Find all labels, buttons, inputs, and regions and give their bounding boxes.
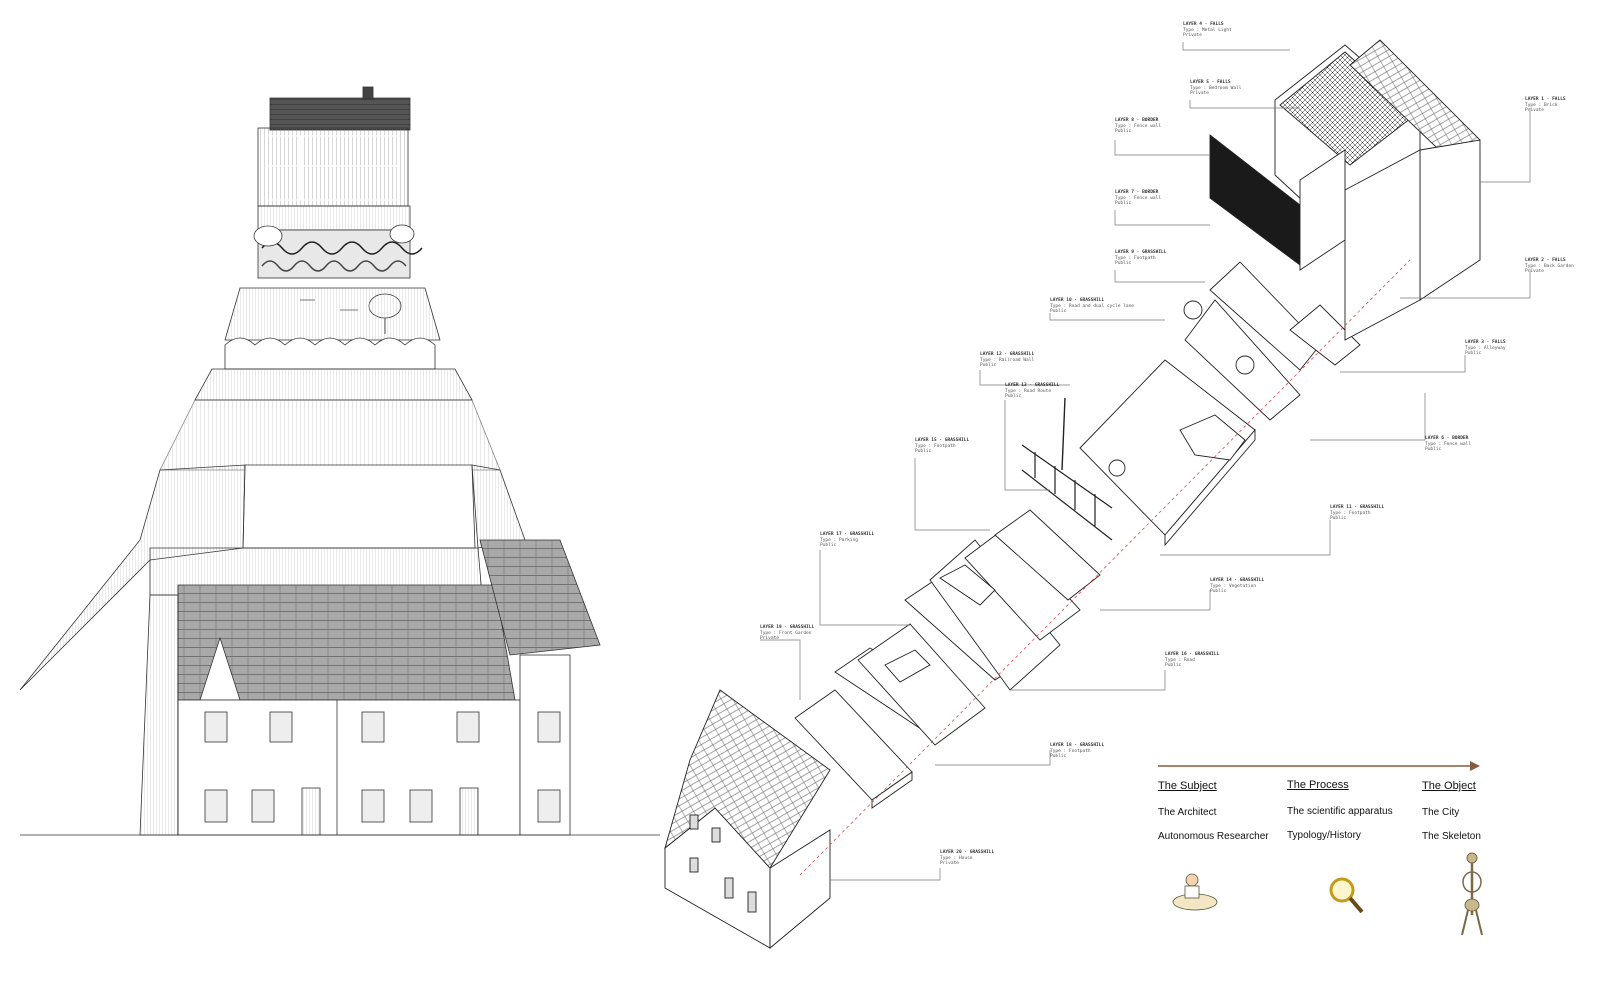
railing [1021, 444, 1113, 541]
legend-row: Autonomous Researcher [1158, 831, 1269, 842]
terrace-houses-axon [1274, 39, 1481, 341]
legend-row: The scientific apparatus [1287, 806, 1393, 817]
open-yard [242, 464, 476, 549]
perspective-drawing [19, 86, 660, 836]
legend-row: The City [1422, 807, 1460, 818]
street-lamp [1061, 397, 1066, 471]
legend-column-subject: The Subject The Architect Autonomous Res… [1158, 780, 1269, 855]
grass-verge-right [471, 464, 526, 549]
legend-heading: The Subject [1158, 780, 1217, 792]
balcony-rail [257, 205, 411, 231]
architect-drawing-icon [1172, 873, 1218, 911]
legend-column-process: The Process The scientific apparatus Typ… [1287, 779, 1393, 854]
railway-wall [159, 399, 501, 471]
side-roof [479, 539, 601, 656]
road [224, 287, 441, 341]
legend-row: The Skeleton [1422, 831, 1481, 842]
front-door [301, 787, 321, 836]
street-tree [1108, 300, 1255, 477]
layer-slabs [794, 261, 1361, 809]
tree [253, 225, 283, 247]
legend-row: The Architect [1158, 807, 1217, 818]
legend-heading: The Process [1287, 779, 1349, 791]
legend-column-object: The Object The City The Skeleton [1422, 780, 1481, 855]
verge [194, 368, 473, 401]
tree [389, 224, 415, 244]
leader-lines [760, 42, 1531, 881]
legend-row: Typology/History [1287, 830, 1361, 841]
explosion-axis [799, 259, 1411, 876]
legend-heading: The Object [1422, 780, 1476, 792]
end-house [664, 689, 831, 949]
exploded-axonometric [664, 39, 1481, 949]
footpath [139, 594, 179, 836]
windows [204, 711, 561, 823]
hedge [224, 337, 436, 370]
skeleton-icon [1461, 852, 1483, 936]
car [884, 414, 1246, 683]
magnifying-glass-icon [1329, 877, 1364, 914]
legend-arrow-head [1470, 761, 1480, 771]
distant-house-roof [269, 97, 411, 131]
chimney [362, 86, 374, 100]
front-door [459, 787, 479, 836]
